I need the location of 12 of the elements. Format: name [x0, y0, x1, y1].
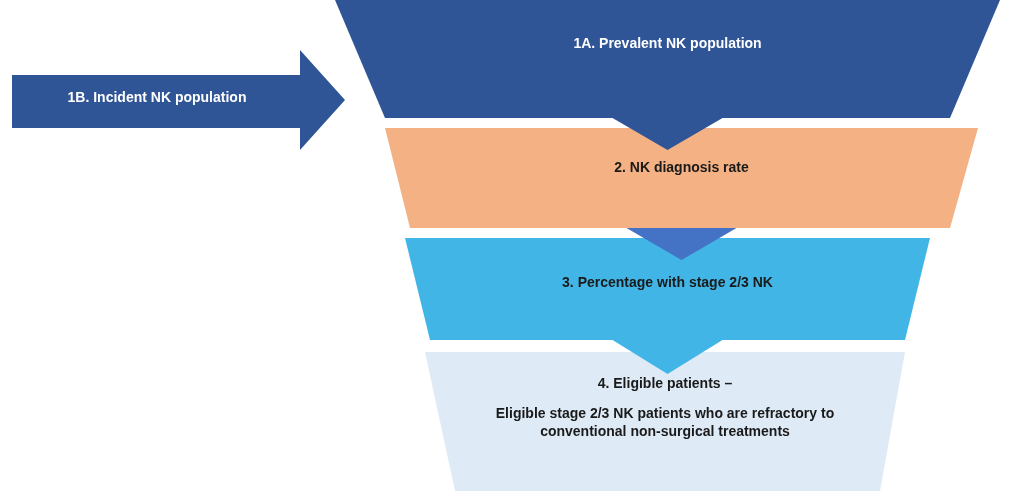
band-title: 2. NK diagnosis rate — [614, 158, 749, 176]
block-arrow — [12, 50, 347, 150]
chevron-arrow — [626, 228, 737, 260]
chevron-arrow — [612, 118, 723, 150]
chevron-arrow — [612, 340, 723, 374]
funnel-band — [425, 352, 905, 491]
band-title: 3. Percentage with stage 2/3 NK — [562, 273, 773, 291]
band-description: Eligible stage 2/3 NK patients who are refractory to conventional non-surgical treatments — [494, 404, 836, 440]
funnel-band — [385, 128, 978, 228]
band-title: 4. Eligible patients – — [597, 374, 733, 392]
band-title: 1B. Incident NK population — [67, 88, 247, 106]
band-title: 1A. Prevalent NK population — [573, 34, 762, 52]
